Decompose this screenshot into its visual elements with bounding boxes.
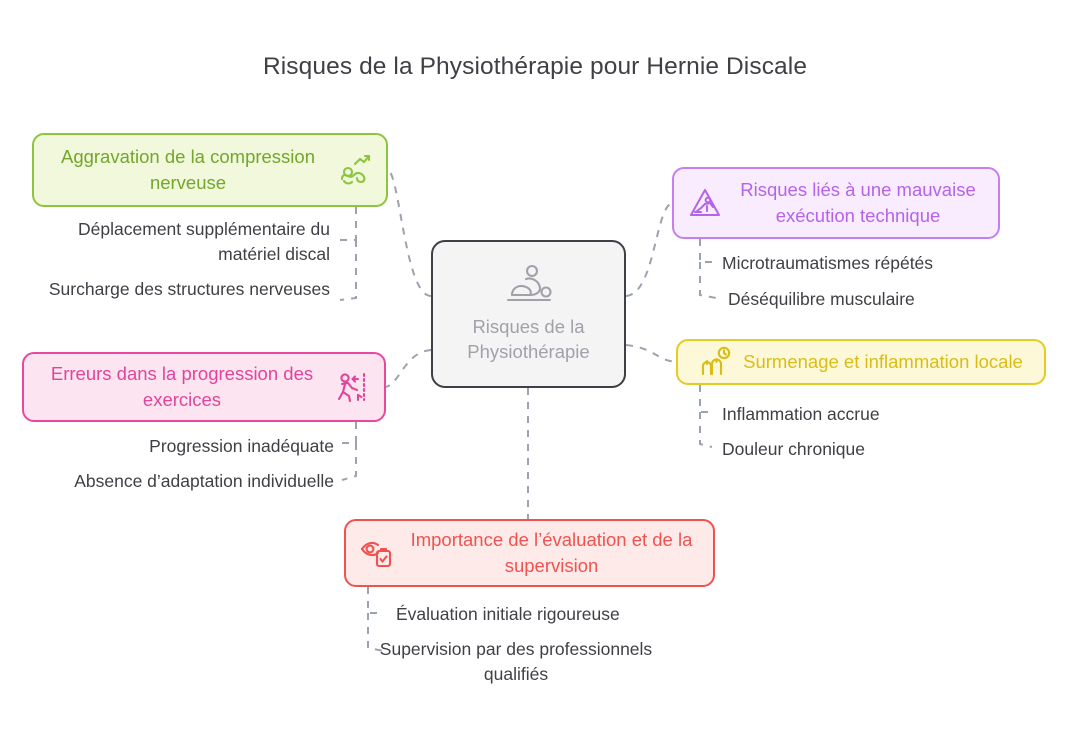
branch-node-purple[interactable]: Risques liés à une mauvaise exécution te… bbox=[672, 167, 1000, 239]
leaf-label: Déséquilibre musculaire bbox=[728, 289, 915, 309]
edge-purple-leaf2 bbox=[699, 262, 717, 299]
branch-node-green[interactable]: Aggravation de la compression nerveuse bbox=[32, 133, 388, 207]
nerve-compression-trend-up-icon bbox=[338, 153, 372, 187]
branch-node-red-label: Importance de l’évaluation et de la supe… bbox=[410, 528, 693, 576]
edge-green-leaf2 bbox=[339, 240, 357, 301]
edge-green-leaf1 bbox=[340, 207, 357, 241]
exercise-progression-icon bbox=[336, 370, 370, 404]
leaf-label: Microtraumatismes répétés bbox=[722, 253, 934, 273]
leaf-label: Supervision par des professionnels quali… bbox=[379, 639, 653, 684]
branch-node-pink-label: Erreurs dans la progression des exercice… bbox=[50, 362, 314, 410]
page-title: Risques de la Physiothérapie pour Hernie… bbox=[262, 53, 808, 80]
edge-yellow-leaf1 bbox=[699, 385, 712, 413]
branch-node-yellow-label: Surmenage et inflammation locale bbox=[743, 350, 1023, 372]
edge-red-leaf1 bbox=[367, 587, 384, 614]
central-node[interactable]: Risques de la Physiothérapie bbox=[431, 240, 626, 388]
leaf-label: Inflammation accrue bbox=[722, 404, 880, 424]
edge-center-pink bbox=[385, 349, 432, 388]
edge-yellow-leaf2 bbox=[699, 412, 713, 448]
branch-node-red[interactable]: Importance de l’évaluation et de la supe… bbox=[344, 519, 715, 587]
slip-hazard-warning-icon bbox=[688, 186, 722, 220]
edge-pink-leaf2 bbox=[341, 443, 357, 481]
leaf-label: Douleur chronique bbox=[722, 439, 866, 459]
branch-node-pink[interactable]: Erreurs dans la progression des exercice… bbox=[22, 352, 386, 422]
leaf-label: Évaluation initiale rigoureuse bbox=[396, 604, 620, 624]
leaf-label: Surcharge des structures nerveuses bbox=[48, 279, 330, 299]
branch-node-yellow[interactable]: Surmenage et inflammation locale bbox=[676, 339, 1046, 385]
edge-purple-leaf1 bbox=[699, 239, 714, 263]
massage-therapy-icon bbox=[502, 263, 556, 307]
edge-center-green bbox=[387, 169, 432, 297]
leaf-label: Absence d’adaptation individuelle bbox=[74, 471, 334, 491]
branch-node-purple-label: Risques liés à une mauvaise exécution te… bbox=[740, 178, 976, 226]
branch-node-green-label: Aggravation de la compression nerveuse bbox=[60, 145, 315, 193]
edge-pink-leaf1 bbox=[342, 422, 357, 444]
eye-checklist-icon bbox=[360, 536, 394, 570]
leaf-label: Progression inadéquate bbox=[149, 436, 334, 456]
central-node-label: Risques de la Physiothérapie bbox=[467, 316, 590, 362]
edge-center-yellow bbox=[625, 344, 677, 363]
leaf-label: Déplacement supplémentaire du matériel d… bbox=[78, 219, 330, 264]
edge-center-purple bbox=[625, 202, 673, 297]
overwork-clock-icon bbox=[699, 345, 733, 379]
